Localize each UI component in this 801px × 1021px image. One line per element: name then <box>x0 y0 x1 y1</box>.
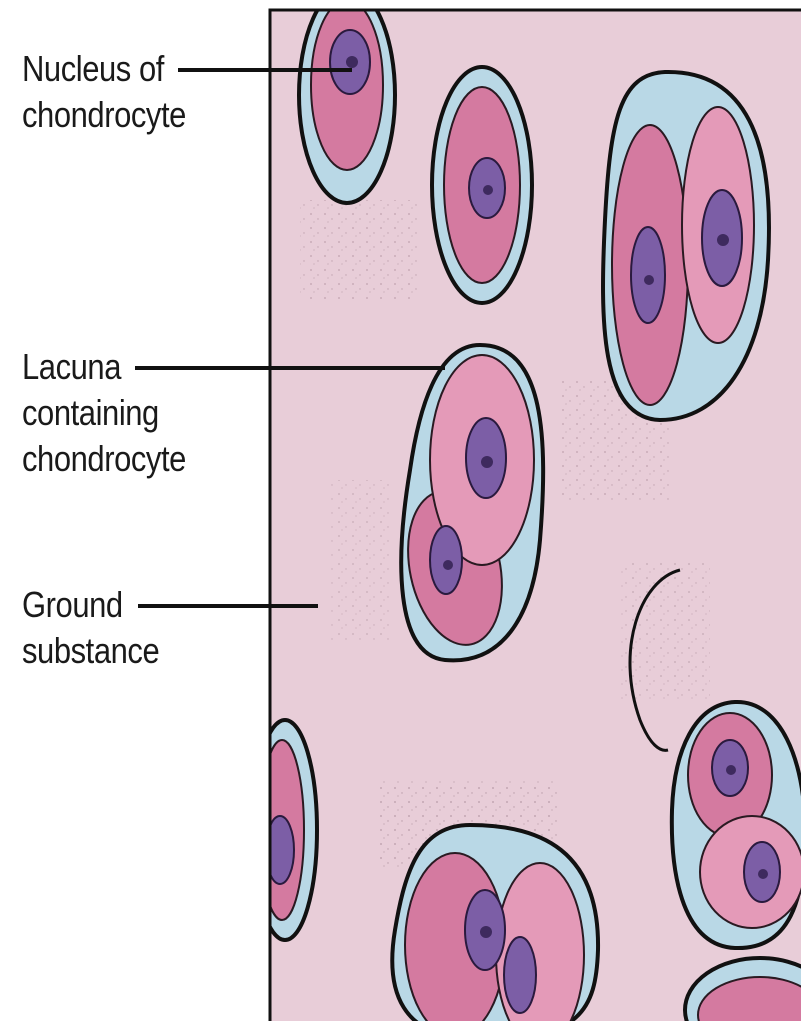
chondrocyte-nucleus <box>430 526 462 594</box>
lacuna-top-left <box>299 0 395 203</box>
label-line: chondrocyte <box>22 436 186 482</box>
label-ground-substance: Ground substance <box>22 582 159 674</box>
lacuna-bottom-center <box>392 825 598 1021</box>
tissue-panel <box>253 0 801 1021</box>
lacuna-left-edge <box>253 720 317 940</box>
chondrocyte-nucleus <box>504 937 536 1013</box>
lacuna-top-center <box>432 67 532 303</box>
label-line: substance <box>22 628 159 674</box>
label-lacuna-containing-chondrocyte: Lacuna containing chondrocyte <box>22 344 186 482</box>
label-line: chondrocyte <box>22 92 186 138</box>
label-line: containing <box>22 390 186 436</box>
label-line: Ground <box>22 582 159 628</box>
label-line: Nucleus of <box>22 46 186 92</box>
label-nucleus-of-chondrocyte: Nucleus of chondrocyte <box>22 46 186 138</box>
lacuna-right <box>672 702 801 948</box>
label-line: Lacuna <box>22 344 186 390</box>
chondrocyte-nucleus <box>631 227 665 323</box>
